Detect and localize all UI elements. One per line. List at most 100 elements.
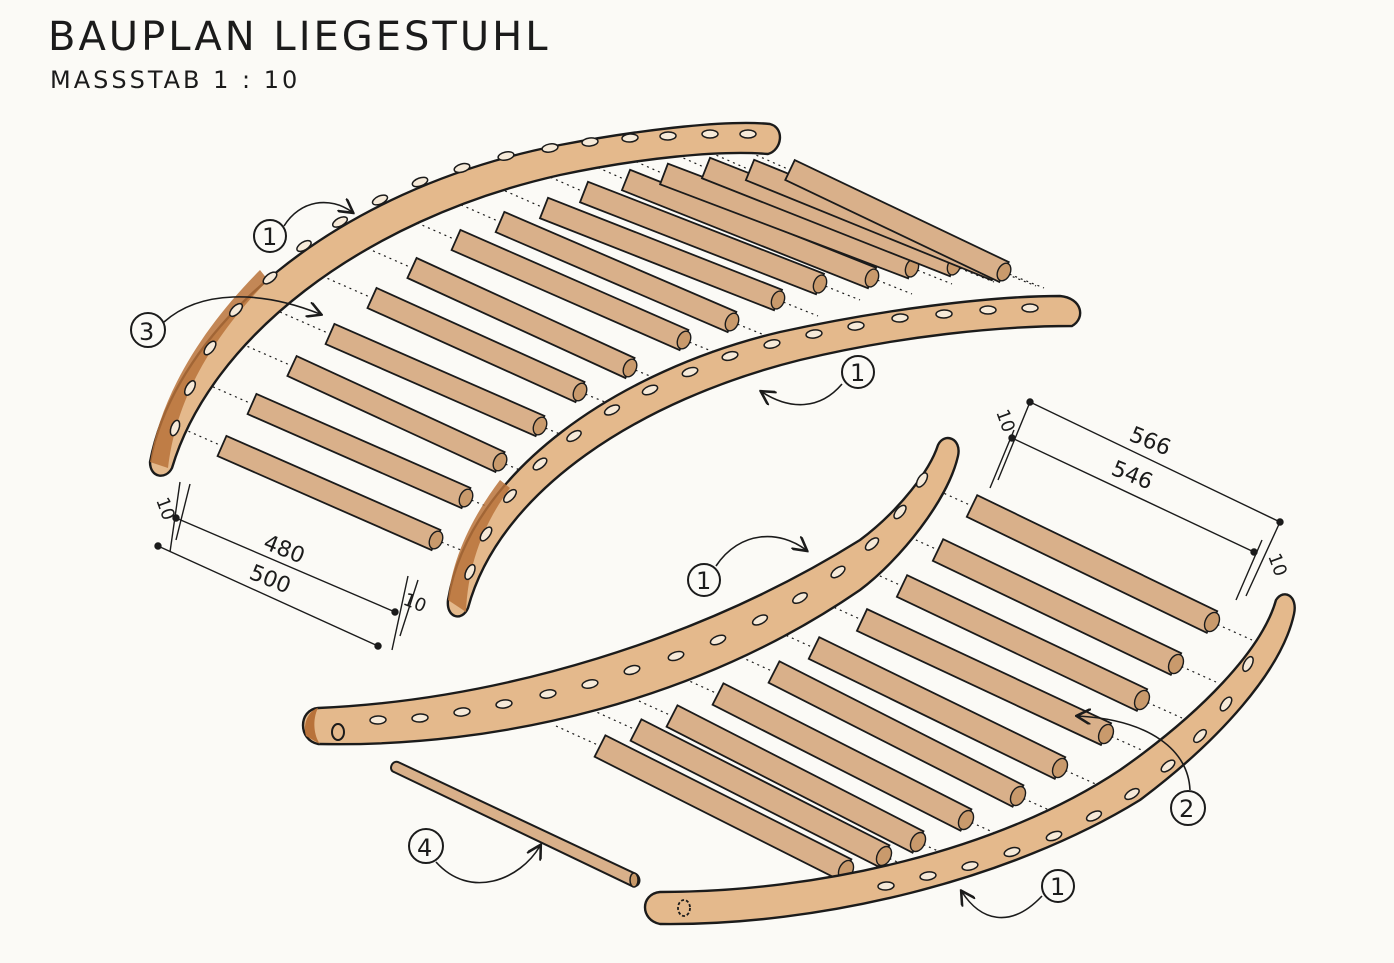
rail-hole: [919, 871, 937, 881]
side-rail-lower-right: [643, 593, 1296, 926]
slat-dowel-end: [1009, 785, 1027, 807]
rail-hole: [721, 350, 739, 362]
upper-right-rail-holes: [464, 303, 1039, 581]
rail-hole: [369, 715, 387, 725]
slat-dowel-end: [1133, 689, 1151, 711]
rail-hole: [541, 143, 559, 153]
rail-hole: [1124, 787, 1140, 801]
rail-hole: [935, 309, 953, 319]
rail-hole: [495, 699, 513, 709]
scale-label: MASSSTAB 1 : 10: [50, 66, 301, 94]
rail-hole: [830, 565, 846, 579]
slat-dowel-end: [996, 262, 1012, 282]
rail-hole: [581, 137, 599, 147]
dim-upper-inner: 480: [260, 530, 308, 569]
rail-hole: [262, 271, 278, 285]
rail-hole: [681, 366, 699, 378]
slat-dowel-end: [864, 268, 880, 288]
slat-dowel-end: [812, 274, 828, 294]
rail-hole: [497, 150, 515, 162]
upper-slat: [620, 168, 878, 290]
lower-slat: [931, 537, 1183, 677]
lower-slat: [593, 734, 853, 882]
slat-dowel-end: [428, 530, 444, 550]
callout-round-bar: 4: [408, 828, 540, 884]
connection-line: [361, 245, 413, 269]
rail-hole: [961, 860, 979, 872]
rail-hole: [763, 338, 781, 350]
dim-lower-outer: 566: [1126, 422, 1174, 461]
side-rail-lower-left: [301, 436, 960, 746]
rail-hole: [739, 129, 757, 139]
rail-hole: [623, 664, 641, 676]
lower-slat: [629, 718, 891, 868]
rail-hole: [659, 131, 677, 141]
rail-end-hole: [331, 723, 345, 741]
svg-text:1: 1: [1050, 873, 1065, 901]
rail-hole: [331, 216, 349, 228]
slat-dowel-end: [622, 358, 638, 378]
rail-hole: [641, 384, 659, 396]
rail-hole: [1085, 810, 1103, 822]
slat-dowel-end: [676, 330, 692, 350]
side-rail-upper-right: [446, 294, 1082, 618]
rail-hole: [453, 162, 471, 174]
slat-dowel-end: [770, 290, 786, 310]
rail-hole: [893, 504, 907, 520]
rail-hole: [1242, 655, 1254, 673]
callout-slat: 3: [130, 296, 320, 348]
rail-hole: [603, 404, 621, 416]
callout-rail-lower-left: 1: [687, 535, 806, 597]
connection-line: [673, 673, 719, 695]
rail-hole: [751, 614, 769, 626]
connection-line: [871, 277, 913, 295]
rail-hole: [411, 713, 429, 723]
rail-hole: [371, 194, 389, 206]
connection-line: [857, 565, 903, 587]
connection-line: [579, 391, 621, 409]
upper-slat: [784, 158, 1010, 284]
lower-slat: [855, 607, 1113, 747]
upper-slats: [216, 156, 1012, 552]
rail-hole: [1045, 830, 1063, 842]
upper-slat: [286, 354, 506, 474]
callout-dowel-end: 2: [1078, 716, 1206, 826]
dim-lower-offset-b: 10: [1263, 551, 1291, 580]
upper-slat: [246, 392, 472, 510]
rail-hole: [169, 419, 181, 437]
connection-line: [465, 497, 507, 515]
slat-dowel-end: [957, 809, 975, 831]
lower-slat: [711, 682, 973, 832]
lower-slat: [807, 636, 1067, 780]
connection-line: [241, 343, 293, 367]
rail-hole: [805, 329, 823, 339]
connection-line: [279, 311, 331, 335]
slat-dowel-end: [1051, 757, 1069, 779]
connection-line: [769, 627, 815, 649]
connection-line: [555, 725, 601, 747]
svg-text:2: 2: [1179, 795, 1194, 823]
lower-slat: [895, 573, 1149, 713]
connection-line: [927, 485, 973, 507]
rail-hole: [979, 305, 997, 315]
plan-title: BAUPLAN LIEGESTUHL: [48, 14, 551, 60]
connection-line: [683, 339, 725, 357]
lower-slats: [593, 493, 1221, 882]
svg-text:1: 1: [850, 359, 865, 387]
rail-hole: [621, 133, 639, 143]
svg-text:3: 3: [139, 318, 154, 346]
rail-hole: [228, 302, 244, 318]
rail-hole: [539, 689, 557, 699]
dim-lower-inner: 546: [1108, 456, 1156, 495]
rail-end-hole: [677, 899, 691, 917]
connection-line: [731, 321, 773, 339]
upper-slat: [450, 228, 690, 352]
rail-hole: [532, 457, 548, 471]
rail-edge-shade: [304, 708, 320, 744]
svg-text:1: 1: [696, 567, 711, 595]
connection-line: [911, 267, 953, 285]
connection-line: [729, 651, 775, 673]
rail-hole: [502, 488, 518, 504]
